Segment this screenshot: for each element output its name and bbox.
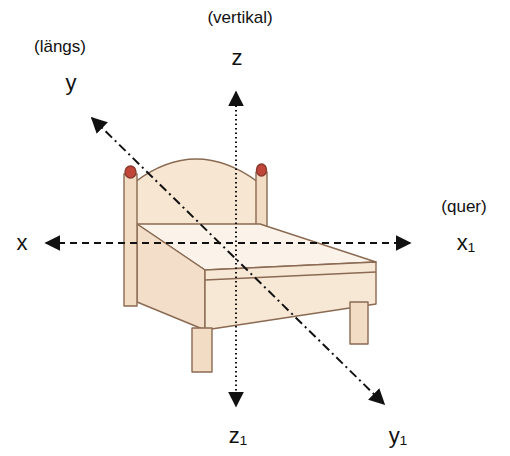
axis-label: x [17,231,28,255]
bed [124,159,376,372]
post-knob [125,166,136,178]
bed-side [137,224,205,330]
longitudinal-axis [92,118,384,404]
transverse-axis [46,242,410,244]
axis-label: y [66,71,77,95]
axis-label: (quer) [441,198,486,217]
headboard [135,159,258,230]
axes [46,92,410,406]
bed-leg [192,328,212,372]
axis-label: z [232,46,243,70]
bed-edge [205,272,376,280]
bed-post [256,172,267,232]
vertical-axis [235,92,237,406]
axis-label: (vertikal) [207,9,272,28]
post-knob [257,164,267,176]
axis-label: z₁ [229,424,247,448]
axis-label: y₁ [389,424,407,448]
axis-label: (längs) [34,38,86,57]
bed-post [124,174,137,306]
axis-label: x₁ [457,231,475,255]
bed-leg [350,302,368,344]
